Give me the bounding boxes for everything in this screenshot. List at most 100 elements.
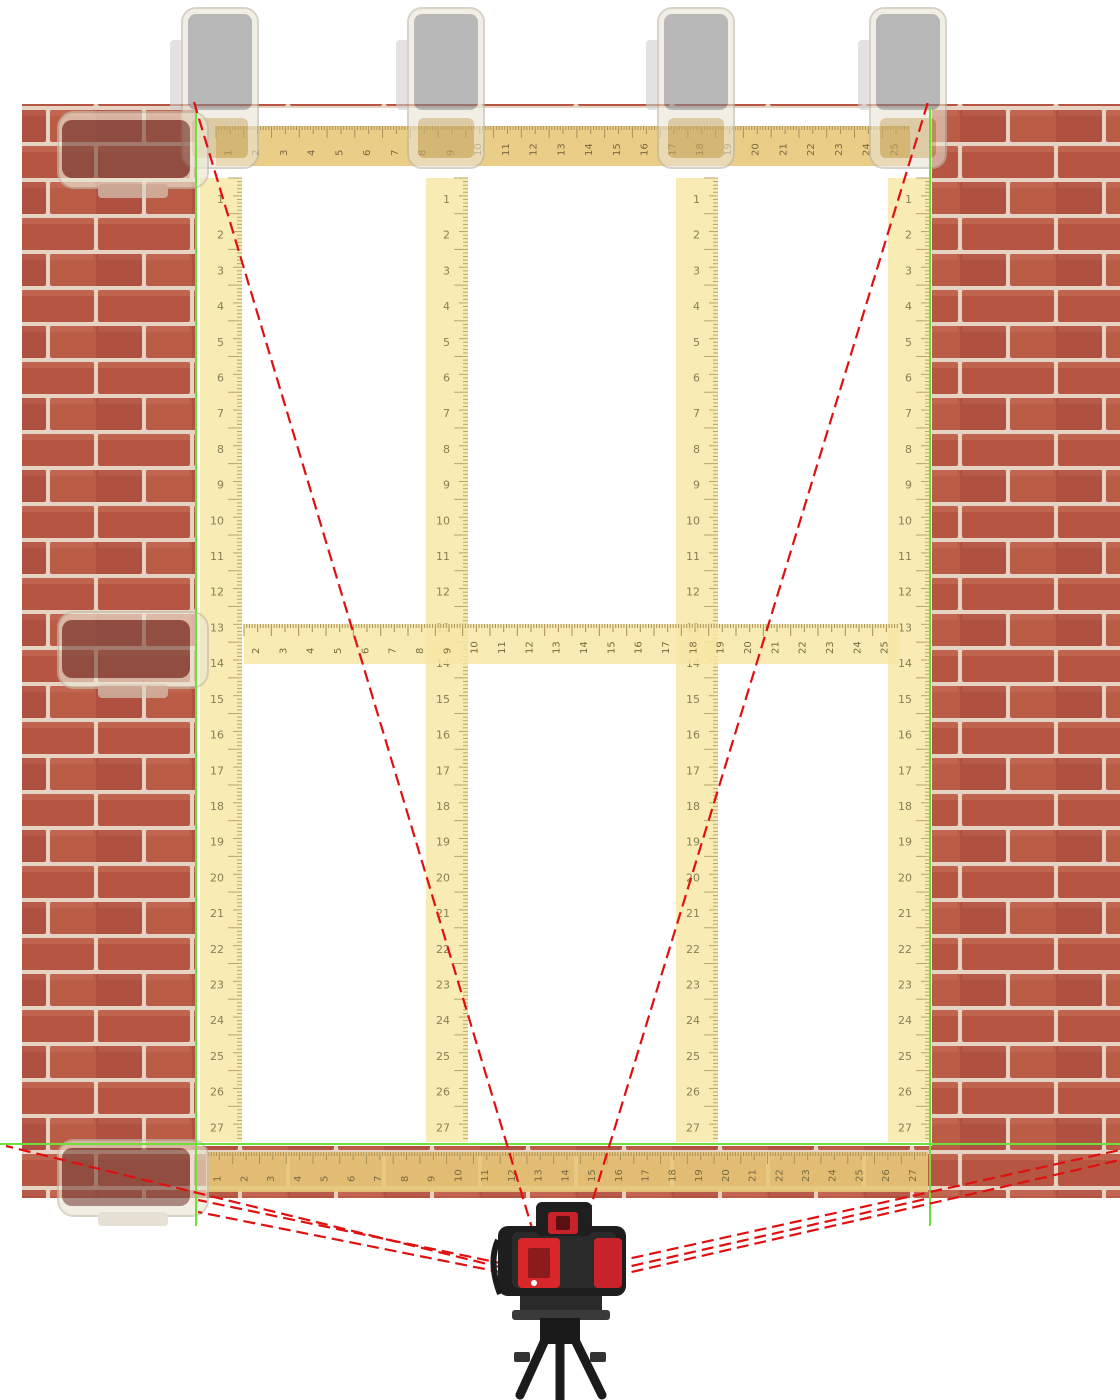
middle-horizontal-tape-label: 11 [497,641,508,654]
tape-case-clip [98,1212,168,1226]
middle-horizontal-tape-label: 17 [661,641,672,654]
vertical-tape-label: 25 [210,1050,224,1063]
vertical-tape-label: 9 [443,479,450,492]
vertical-tape-label: 5 [693,336,700,349]
middle-horizontal-tape-label: 21 [770,641,781,654]
vertical-tape-label: 14 [898,657,912,670]
middle-horizontal-tape-label: 8 [415,648,426,654]
laser-level-device [493,1202,626,1400]
vertical-tape-label: 24 [898,1014,912,1027]
vertical-tape-label: 25 [898,1050,912,1063]
vertical-tape-label: 24 [436,1014,450,1027]
bottom-horizontal-tape-label: 23 [801,1169,812,1182]
vertical-tape-label: 11 [686,550,700,563]
vertical-tape-label: 12 [898,586,912,599]
vertical-tape-label: 27 [686,1121,700,1134]
vertical-tape-label: 6 [905,372,912,385]
tape-case-lower [418,118,474,158]
vertical-tape-label: 23 [898,978,912,991]
middle-horizontal-tape-label: 12 [524,641,535,654]
middle-horizontal-tape-label: 19 [716,641,727,654]
vertical-tape-label: 16 [686,729,700,742]
vertical-tape-label: 2 [443,229,450,242]
left-tape-case-2 [58,612,208,698]
bottom-horizontal-tape-label: 24 [828,1169,839,1182]
vertical-tape-label: 17 [686,764,700,777]
vertical-tape-label: 22 [210,943,224,956]
middle-horizontal-tape-label: 25 [880,641,891,654]
middle-horizontal-tape-label: 6 [360,648,371,654]
top-tape-case-2 [396,8,484,168]
bottom-horizontal-tape-label: 8 [400,1176,411,1182]
vertical-tape-label: 18 [898,800,912,813]
vertical-tape-label: 26 [898,1086,912,1099]
vertical-tape-label: 25 [436,1050,450,1063]
vertical-tape-label: 2 [905,229,912,242]
vertical-tape-label: 20 [686,871,700,884]
vertical-tape-label: 3 [905,264,912,277]
middle-horizontal-tape-label: 16 [634,641,645,654]
tape-case-body [62,1148,190,1206]
vertical-tape-label: 18 [686,800,700,813]
bottom-horizontal-tape: 1234567891011121314151617181920212223242… [206,1152,928,1192]
vertical-tape-label: 15 [210,693,224,706]
middle-horizontal-tape-label: 7 [388,648,399,654]
vertical-tape-label: 10 [686,514,700,527]
top-horizontal-tape-label: 14 [584,143,595,156]
vertical-tape-label: 26 [210,1086,224,1099]
vertical-tape-label: 18 [436,800,450,813]
vertical-tape-label: 16 [436,729,450,742]
tape-case-body [62,120,190,178]
vertical-tape-label: 1 [905,193,912,206]
vertical-tape-label: 19 [898,836,912,849]
bottom-horizontal-tape-label: 26 [881,1169,892,1182]
bottom-horizontal-tape-label: 10 [453,1169,464,1182]
vertical-tape-label: 16 [898,729,912,742]
top-horizontal-tape-label: 4 [307,150,318,156]
top-tape-case-4 [858,8,946,168]
vertical-tape-label: 7 [693,407,700,420]
vertical-tape-label: 19 [436,836,450,849]
vertical-tape-label: 25 [686,1050,700,1063]
vertical-tape-label: 9 [905,479,912,492]
tape-case-clip [98,684,168,698]
vertical-tape-label: 21 [210,907,224,920]
vertical-tape-label: 24 [210,1014,224,1027]
vertical-tape-label: 21 [898,907,912,920]
middle-horizontal-tape-label: 15 [606,641,617,654]
top-horizontal-tape-label: 21 [778,143,789,156]
vertical-tape-label: 17 [436,764,450,777]
middle-horizontal-tape-label: 18 [688,641,699,654]
middle-horizontal-tape-label: 20 [743,641,754,654]
vertical-tape-label: 10 [436,514,450,527]
middle-horizontal-tape-label: 24 [852,641,863,654]
tape-case-body [188,14,252,110]
vertical-tape-label: 17 [898,764,912,777]
top-tape-case-3 [646,8,734,168]
vertical-tape-label: 23 [686,978,700,991]
vertical-tape-label: 12 [210,586,224,599]
vertical-tape-label: 8 [905,443,912,456]
vertical-tape-label: 15 [686,693,700,706]
vertical-tape-label: 4 [693,300,700,313]
middle-horizontal-tape-label: 2 [251,648,262,654]
vertical-tape-label: 4 [443,300,450,313]
top-horizontal-tape-label: 7 [390,150,401,156]
vertical-tape-label: 5 [443,336,450,349]
beam-to-left-3 [198,1212,520,1276]
top-horizontal-tape: 1234567891011121314151617181920212223242… [216,126,910,166]
vertical-tape-label: 2 [217,229,224,242]
tape-case-body [664,14,728,110]
vertical-tape-label: 6 [693,372,700,385]
vertical-tape-label: 5 [217,336,224,349]
tape-case-body [414,14,478,110]
top-horizontal-tape-label: 6 [362,150,373,156]
top-horizontal-tape-label: 11 [501,143,512,156]
middle-horizontal-tape-label: 4 [306,648,317,654]
vertical-tape-label: 10 [210,514,224,527]
vertical-tape-label: 2 [693,229,700,242]
bottom-horizontal-tape-label: 7 [373,1176,384,1182]
top-horizontal-tape-label: 16 [640,143,651,156]
vertical-tape-label: 27 [210,1121,224,1134]
